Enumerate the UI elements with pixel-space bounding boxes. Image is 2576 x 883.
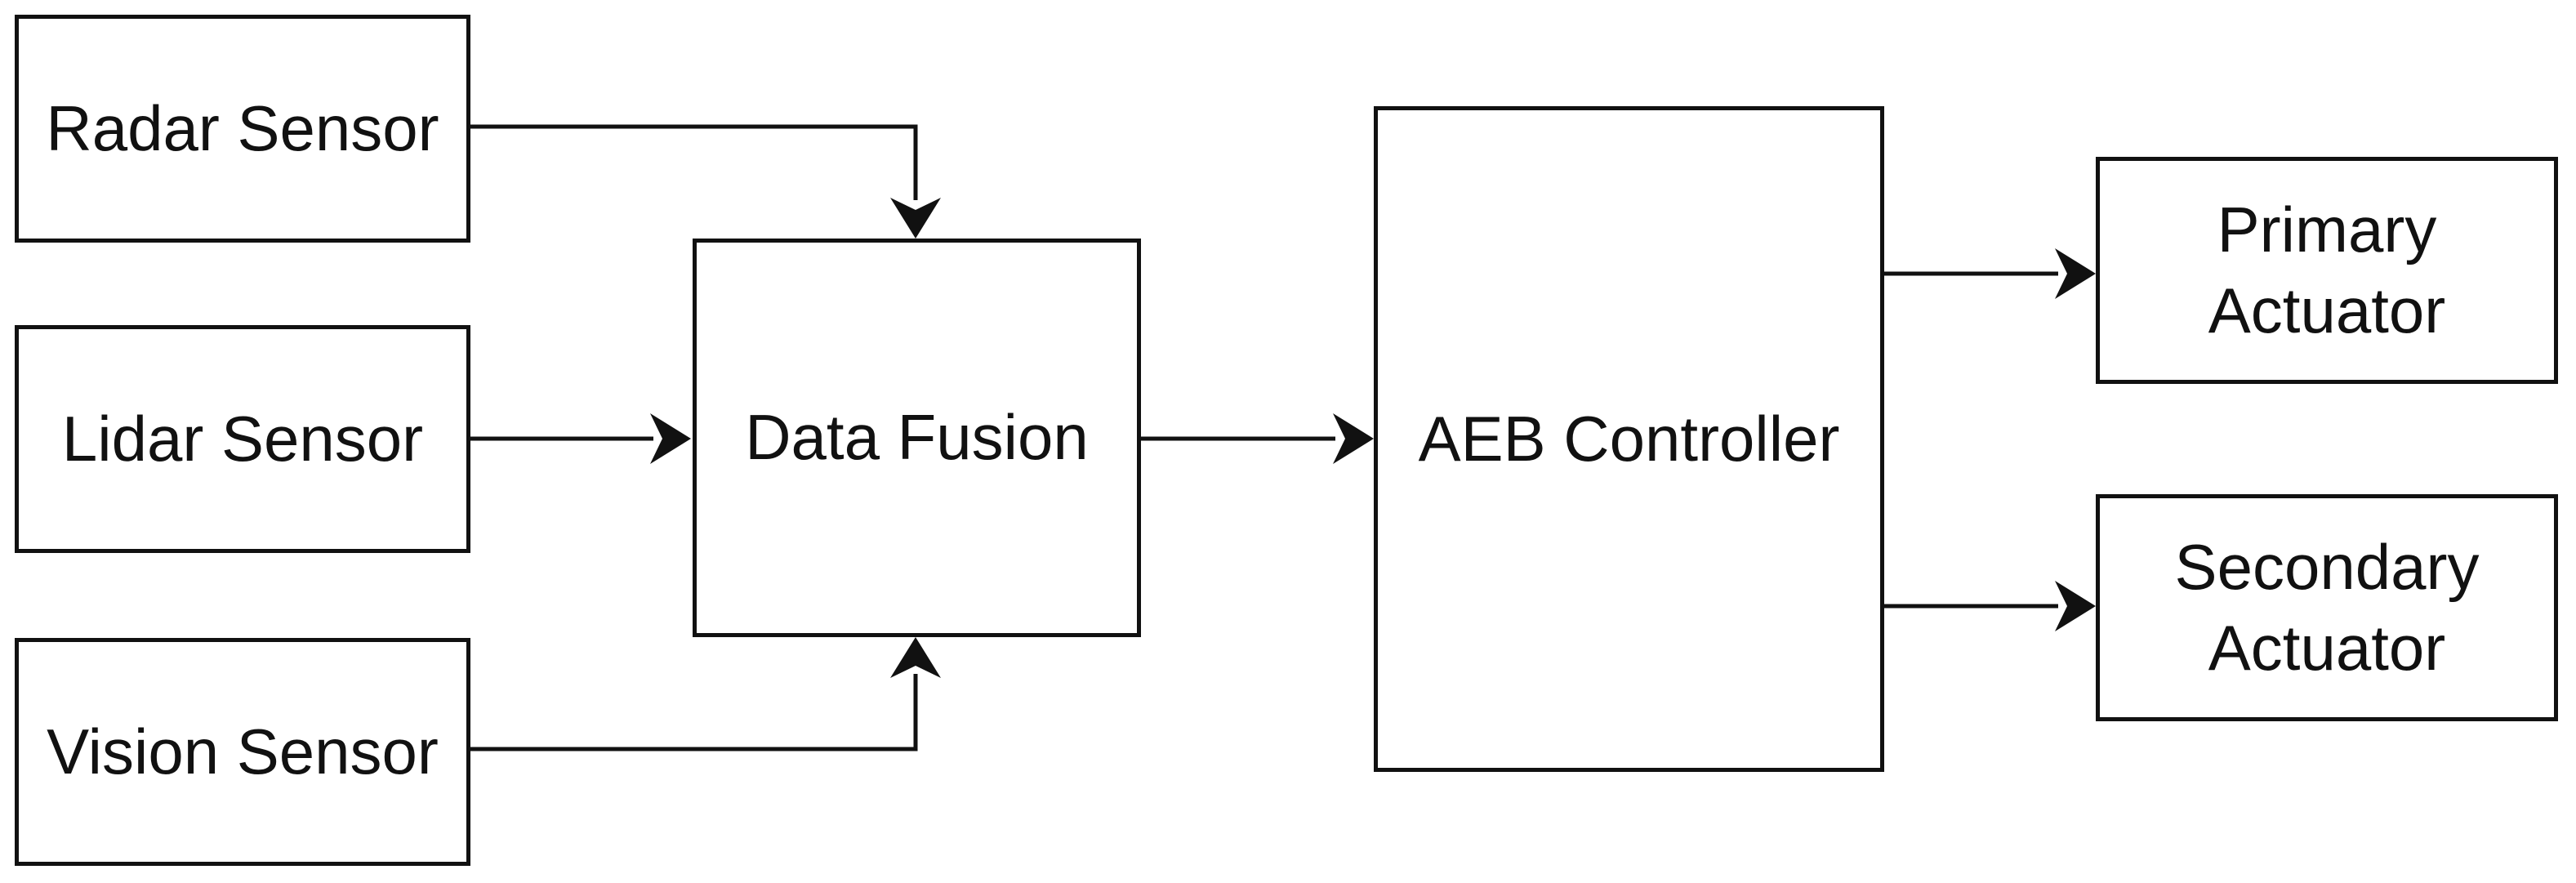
aeb-controller-box: AEB Controller [1374,106,1884,772]
secondary-actuator-box: Secondary Actuator [2096,494,2558,721]
arrowhead [2055,248,2096,299]
lidar-sensor-box: Lidar Sensor [15,325,470,553]
vision-sensor-box: Vision Sensor [15,638,470,866]
edge-radar-to-fusion [470,124,941,239]
edge-controller-to-secondary [1884,581,2096,631]
edge-lidar-to-fusion [470,413,691,464]
lidar-sensor-label: Lidar Sensor [61,402,424,475]
radar-sensor-box: Radar Sensor [15,15,470,243]
data-fusion-label: Data Fusion [745,401,1089,474]
aeb-controller-label: AEB Controller [1418,402,1840,475]
primary-actuator-label: Primary Actuator [2208,190,2445,351]
secondary-actuator-label-line2: Actuator [2208,612,2446,684]
arrowhead [890,198,941,239]
primary-actuator-box: Primary Actuator [2096,157,2558,384]
arrowhead [650,413,691,464]
primary-actuator-label-line2: Actuator [2208,274,2446,346]
vision-sensor-label: Vision Sensor [47,715,439,787]
edge-fusion-to-controller [1141,413,1374,464]
radar-sensor-label: Radar Sensor [46,91,439,164]
arrowhead [1333,413,1374,464]
arrowhead [890,637,941,678]
edge-vision-to-fusion [470,637,941,751]
edge-controller-to-primary [1884,248,2096,299]
data-fusion-box: Data Fusion [693,239,1141,637]
secondary-actuator-label-line1: Secondary [2174,530,2480,603]
primary-actuator-label-line1: Primary [2217,193,2437,265]
arrowhead [2055,581,2096,631]
secondary-actuator-label: Secondary Actuator [2175,527,2480,689]
